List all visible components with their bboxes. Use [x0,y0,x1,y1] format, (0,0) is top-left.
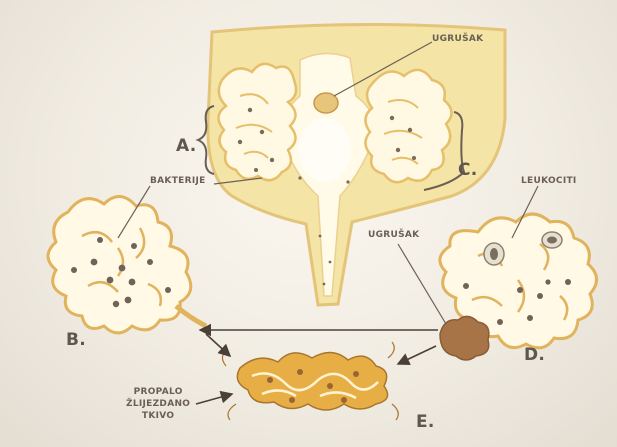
label-letter-d: D. [524,345,545,365]
label-bacteria: BAKTERIJE [150,176,206,186]
label-dead-tissue-line3: TKIVO [126,410,190,422]
gland-d [440,214,597,360]
label-letter-c: C. [458,160,478,180]
gland-b-outline [48,196,191,333]
label-leukocytes: LEUKOCITI [521,176,577,186]
label-dead-tissue-line2: ŽLIJEZDANO [126,398,190,410]
label-clot-mid: UGRUŠAK [368,230,419,240]
gland-b-duct [176,306,206,326]
dead-tissue [222,342,398,420]
arrow-tissue-to-e [196,394,232,404]
label-dead-tissue-line1: PROPALO [126,386,190,398]
dead-tissue-body [237,352,387,410]
right-lobule-outline [365,70,451,182]
label-letter-b: B. [66,330,86,350]
arrow-b-to-e [206,334,230,356]
leader-clot-mid [398,244,446,324]
arrow-d-to-e [398,346,436,364]
label-dead-tissue: PROPALO ŽLIJEZDANO TKIVO [126,386,190,422]
label-clot-top: UGRUŠAK [432,34,483,44]
label-letter-e: E. [416,412,435,432]
main-gland-highlight [299,118,351,182]
left-lobule-outline [218,64,296,180]
left-lobule [218,64,296,180]
gland-b [48,196,206,333]
label-letter-a: A. [176,136,197,156]
right-lobule [365,70,451,182]
clot-d-blob [440,316,489,360]
